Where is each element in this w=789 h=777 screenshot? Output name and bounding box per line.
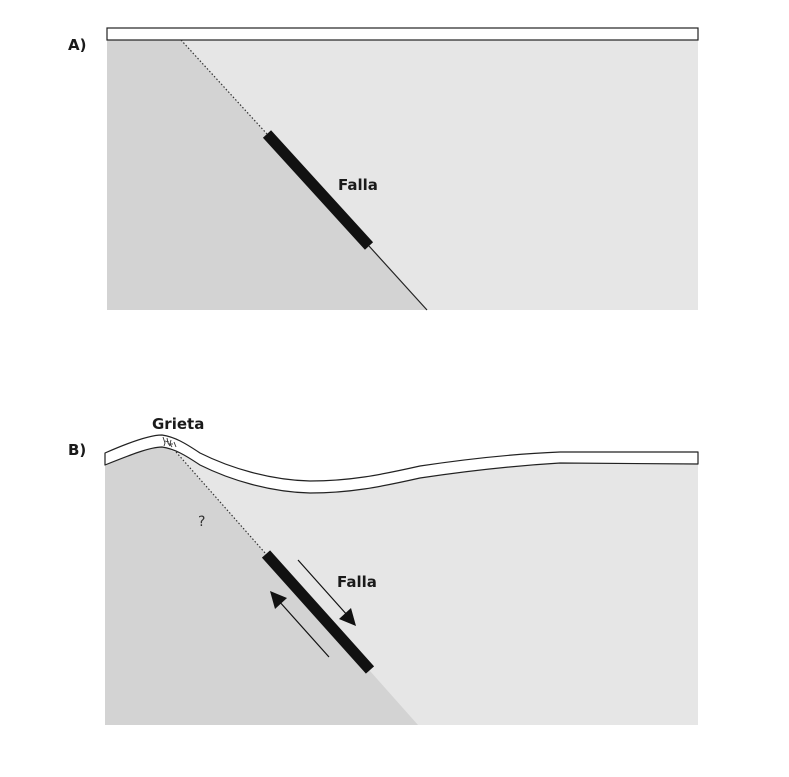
panel-a-surface-layer [106, 27, 699, 41]
panel-b-uncertain-mark: ? [198, 514, 205, 530]
panel-b-fault-trace-dotted [175, 451, 267, 555]
panel-a-fault-rupture [262, 130, 374, 250]
panel-b-fault-label: Falla [337, 573, 377, 591]
panel-a-fault-trace-dotted [180, 39, 268, 135]
panel-a-footwall-block [107, 40, 427, 310]
panel-b-fault-rupture [261, 550, 375, 674]
panel-b-crack-marks [162, 436, 177, 448]
panel-a: A) Falla [68, 27, 699, 311]
panel-b-slip-arrow-up [270, 591, 330, 658]
panel-b-surface-layer [104, 434, 699, 494]
panel-a-fault-trace-lower [368, 245, 428, 311]
panel-b-crack-label: Grieta [152, 415, 204, 433]
panel-a-fault-label: Falla [338, 176, 378, 194]
panel-b-label: B) [68, 441, 86, 459]
panel-a-label: A) [68, 36, 86, 54]
panel-b-slip-arrow-down [297, 559, 356, 626]
panel-b: B) Grieta ? Falla [68, 415, 699, 725]
panel-b-footwall-block [105, 447, 418, 725]
